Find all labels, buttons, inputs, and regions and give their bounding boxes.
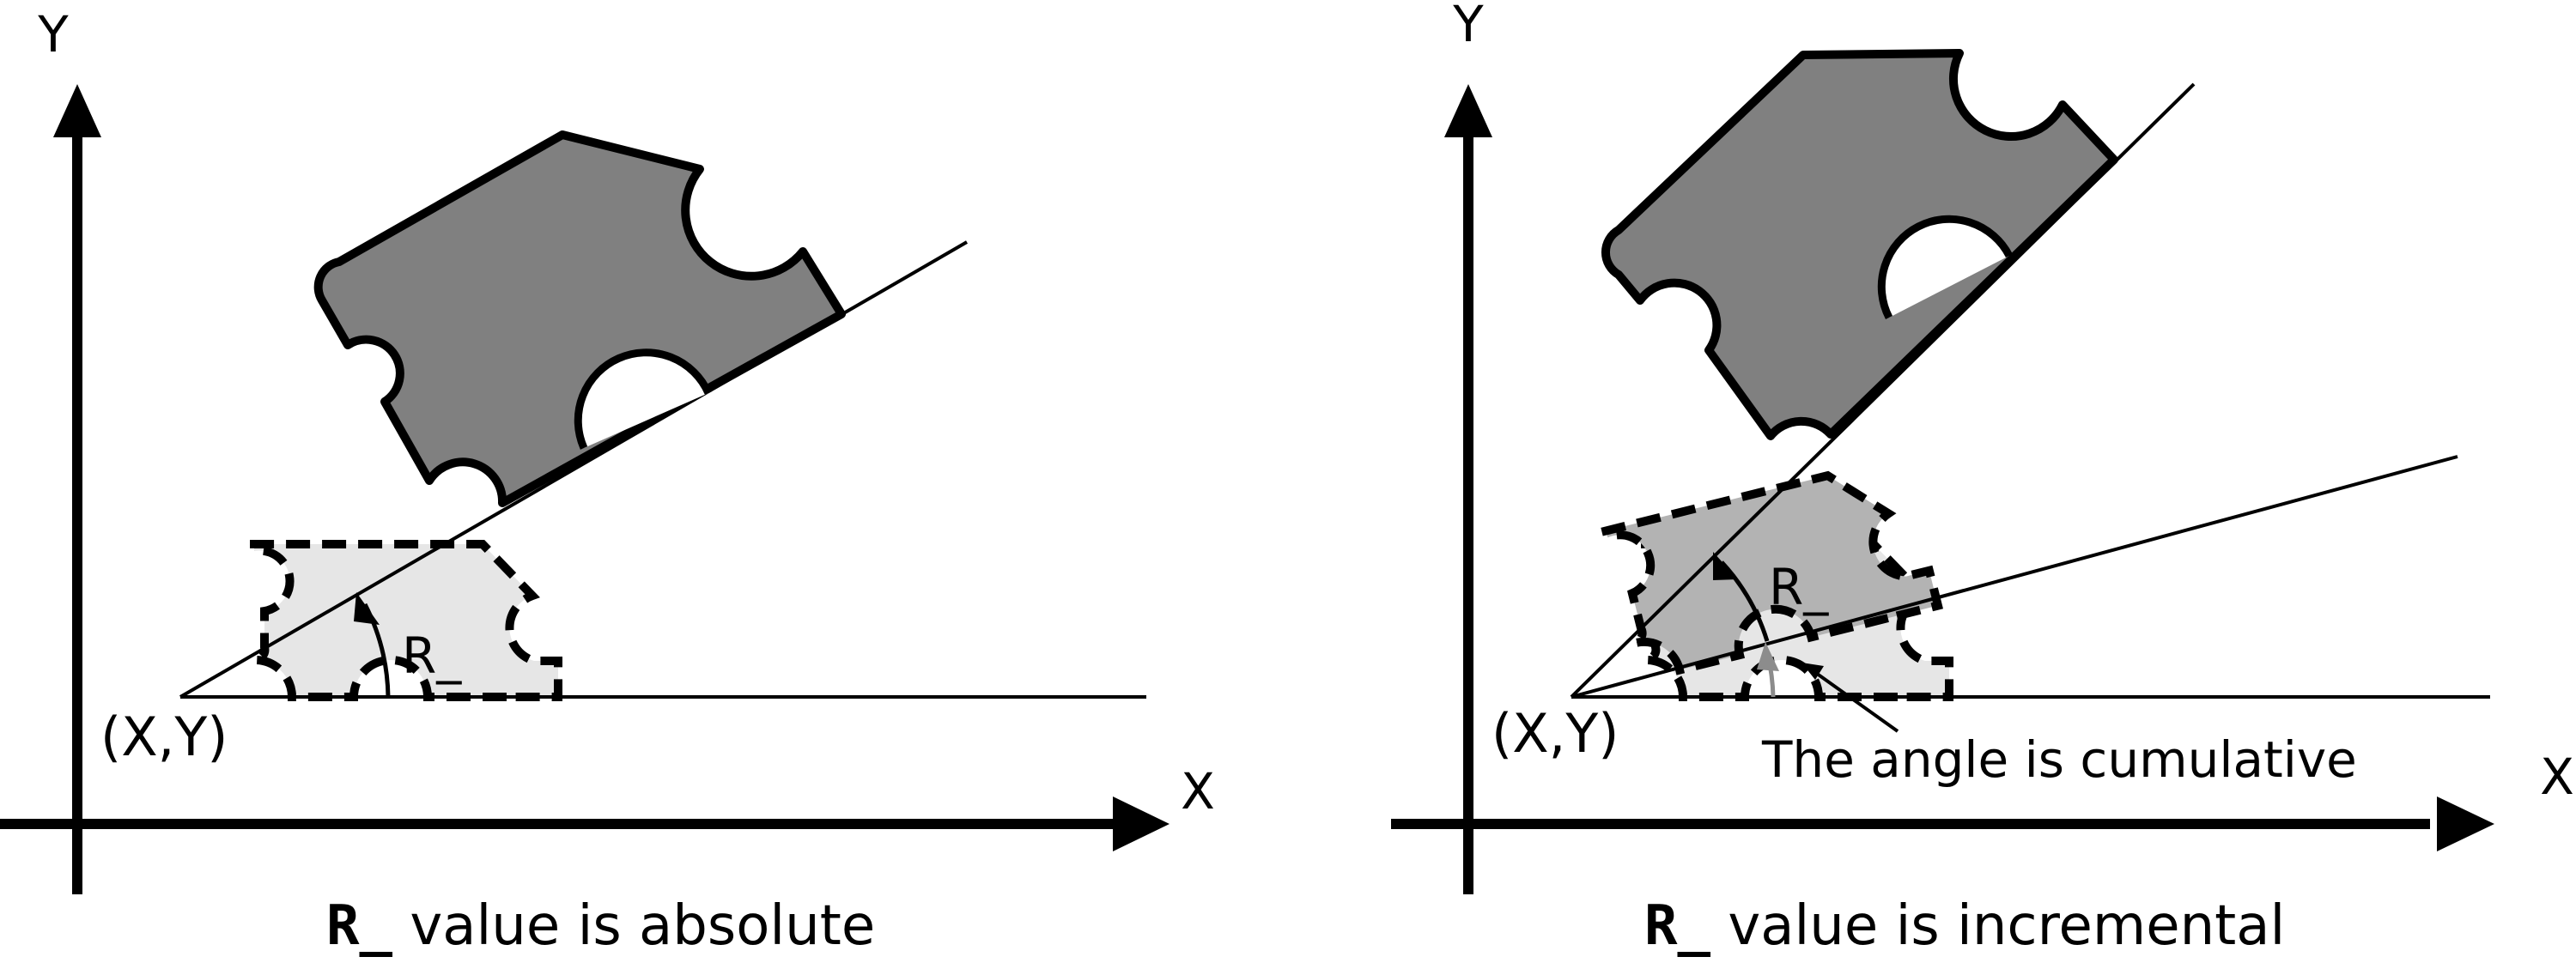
right-y-arrowhead xyxy=(1444,84,1492,137)
left-caption: R_ value is absolute xyxy=(326,894,875,958)
right-rotated-part xyxy=(1601,49,2118,440)
right-panel: Y X (X,Y) R_ The angle is cumulative R_ … xyxy=(1391,0,2574,958)
left-angle-label: R_ xyxy=(402,627,462,685)
left-caption-code: R_ xyxy=(326,894,393,958)
right-cumulative-arrowhead xyxy=(1757,642,1779,671)
left-x-arrowhead xyxy=(1113,796,1170,851)
left-angle-arrowhead xyxy=(354,592,380,625)
right-caption-code: R_ xyxy=(1644,894,1711,958)
left-axis-y-label: Y xyxy=(37,5,69,64)
right-annotation-pointer xyxy=(1812,669,1899,733)
left-caption-text: value is absolute xyxy=(392,894,875,958)
right-axis-y-label: Y xyxy=(1452,0,1484,53)
right-angle-arrowhead xyxy=(1713,552,1738,580)
right-caption-text: value is incremental xyxy=(1710,894,2285,958)
left-rotated-part xyxy=(313,130,846,507)
right-origin-label: (X,Y) xyxy=(1492,702,1619,765)
right-annotation-arrowhead xyxy=(1801,663,1824,680)
right-axis-x-label: X xyxy=(2540,748,2574,806)
right-first-rotated-line xyxy=(1571,455,2458,699)
right-angle-label: R_ xyxy=(1769,558,1829,616)
left-y-arrowhead xyxy=(53,84,101,137)
left-axis-x-label: X xyxy=(1181,762,1215,821)
right-annotation-text: The angle is cumulative xyxy=(1761,730,2357,789)
left-panel: Y X (X,Y) R_ R_ value is absolute xyxy=(0,5,1215,958)
right-caption: R_ value is incremental xyxy=(1644,894,2285,958)
right-x-arrowhead xyxy=(2437,796,2494,851)
left-origin-label: (X,Y) xyxy=(100,706,228,768)
